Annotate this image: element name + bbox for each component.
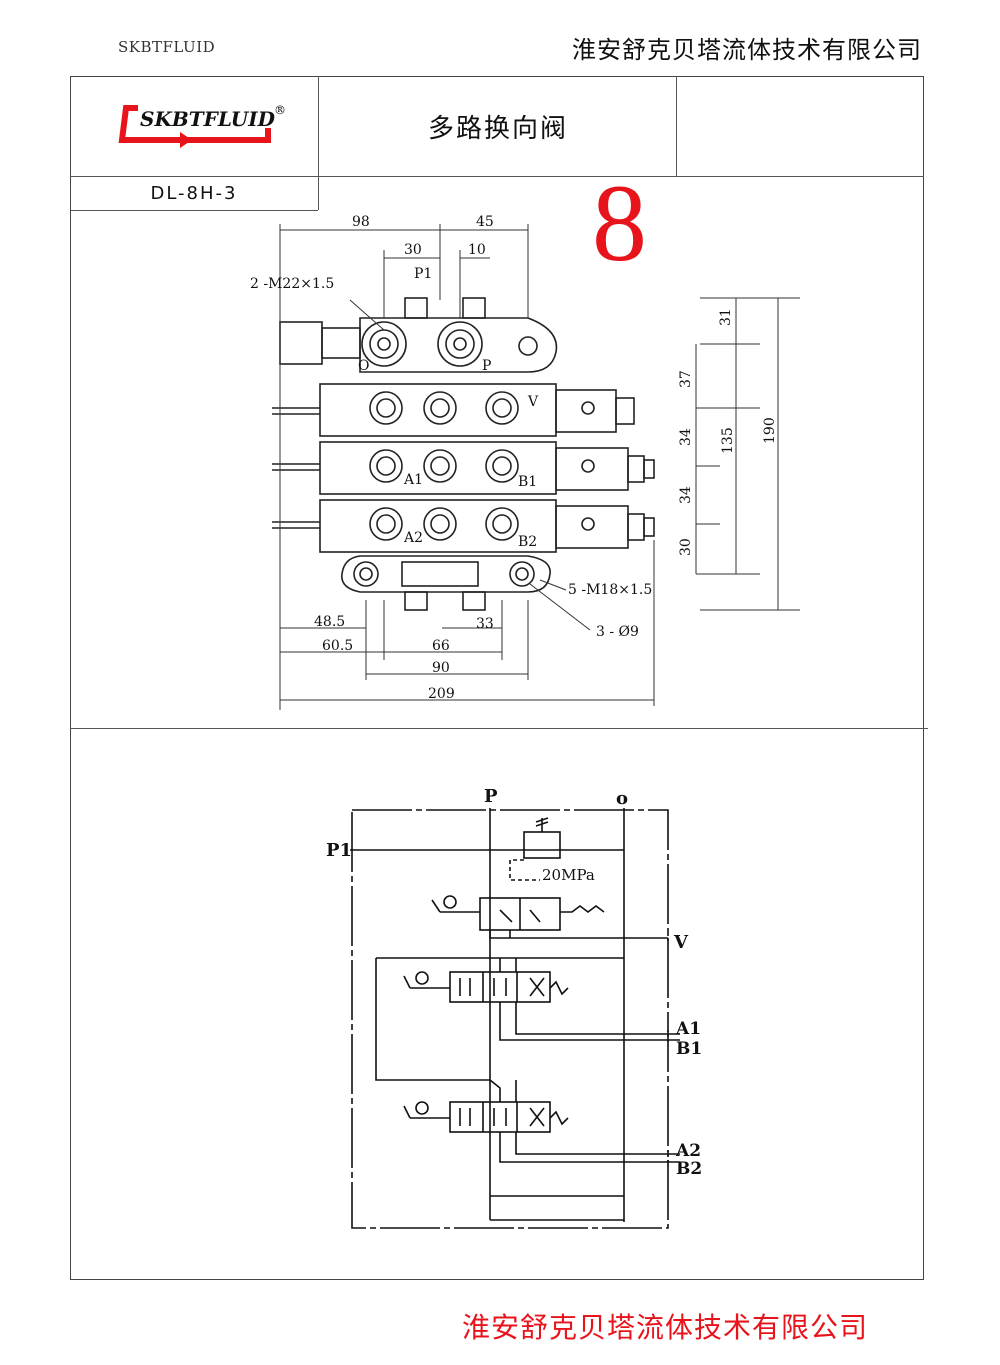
model-cell-bottom [70, 210, 318, 211]
schematic-port-p: P [484, 786, 498, 807]
skbtfluid-logo: SKBTFLUID ® [118, 100, 298, 156]
dim-135: 135 [720, 427, 736, 454]
drawing-frame [70, 76, 924, 1280]
dim-48-5: 48.5 [314, 614, 345, 630]
dim-30-right: 30 [678, 538, 694, 556]
label-p: P [482, 358, 491, 374]
schematic-port-a1: A1 [675, 1019, 701, 1039]
dim-190: 190 [762, 417, 778, 444]
schematic-port-v: V [673, 932, 689, 953]
company-name-header: 淮安舒克贝塔流体技术有限公司 [572, 36, 922, 64]
outline-drawing: 98 45 30 10 P1 2 -M22×1.5 O P V A1 B1 A2… [250, 214, 800, 710]
dim-98: 98 [352, 214, 370, 230]
dim-31: 31 [718, 308, 734, 326]
label-a1: A1 [403, 472, 423, 488]
dim-90: 90 [432, 660, 450, 676]
dim-209: 209 [428, 686, 455, 702]
dim-10: 10 [468, 242, 486, 258]
label-b2: B2 [518, 534, 537, 550]
dim-34-a: 34 [678, 428, 694, 446]
schematic-port-b2: B2 [676, 1159, 702, 1179]
dim-60-5: 60.5 [322, 638, 353, 654]
title-block-column-2 [676, 76, 677, 176]
label-a2: A2 [403, 530, 423, 546]
registered-mark: ® [274, 103, 286, 117]
logo-wordmark: SKBTFLUID [140, 107, 276, 131]
drawing-number: 8 [592, 162, 647, 284]
label-o: O [358, 358, 369, 374]
model-number: DL-8H-3 [150, 182, 238, 204]
schematic-port-a2: A2 [675, 1141, 701, 1161]
label-thread-side: 5 -M18×1.5 [568, 582, 652, 598]
dim-37: 37 [678, 370, 694, 388]
company-name-footer: 淮安舒克贝塔流体技术有限公司 [462, 1311, 869, 1344]
label-holes: 3 - Ø9 [596, 624, 639, 640]
dim-30: 30 [404, 242, 422, 258]
label-thread-top: 2 -M22×1.5 [250, 276, 334, 292]
label-v: V [527, 394, 539, 410]
dim-34-b: 34 [678, 486, 694, 504]
label-b1: B1 [518, 474, 537, 490]
schematic-port-b1: B1 [676, 1039, 702, 1059]
label-p1: P1 [414, 266, 432, 282]
dim-33: 33 [476, 616, 494, 632]
dim-66: 66 [432, 638, 450, 654]
dim-45: 45 [476, 214, 494, 230]
schematic-port-o: o [616, 788, 628, 809]
title-block-divider [70, 176, 924, 177]
section-divider [70, 728, 928, 729]
title-block-column-1 [318, 76, 319, 210]
product-name: 多路换向阀 [427, 113, 568, 144]
relief-pressure: 20MPa [542, 866, 595, 884]
schematic-port-p1: P1 [326, 840, 352, 861]
brand-small-text: SKBTFLUID [118, 38, 216, 56]
hydraulic-schematic: P o P1 20MPa V A1 B1 A2 B2 [326, 786, 702, 1229]
